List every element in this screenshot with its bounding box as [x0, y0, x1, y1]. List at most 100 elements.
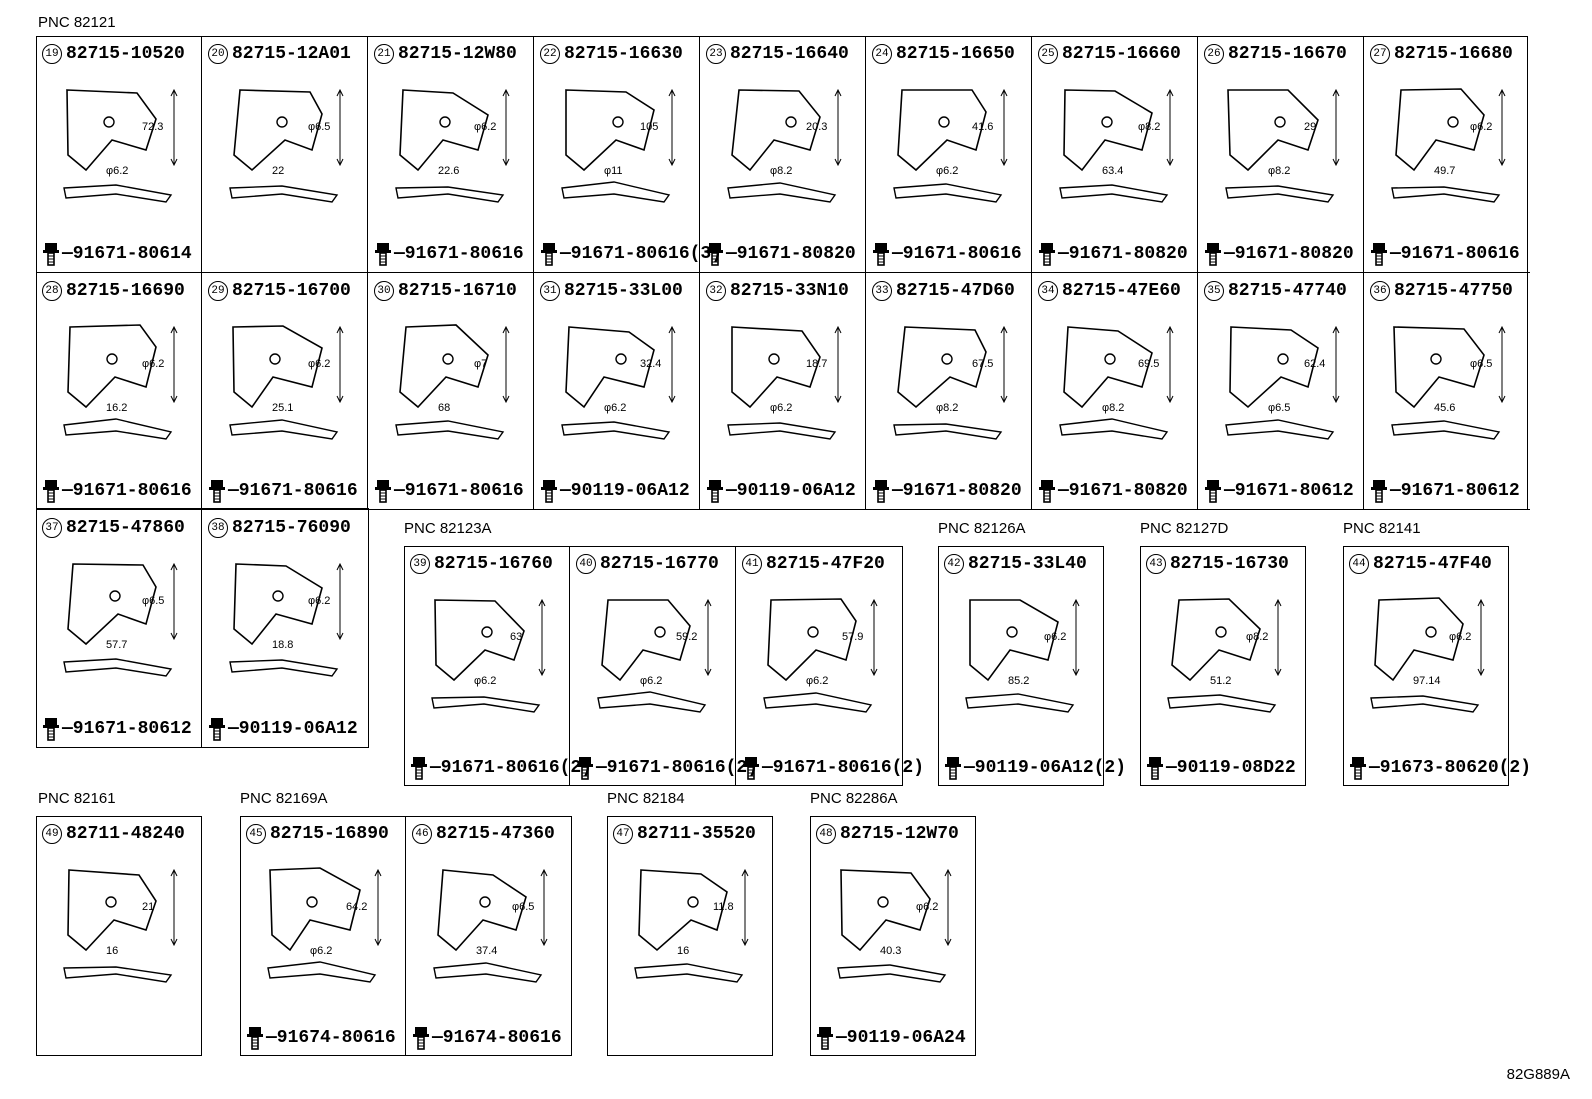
dimension-label: 45.6	[1434, 402, 1455, 414]
dimension-label: 69.5	[1138, 358, 1159, 370]
pnc-label: PNC 82126A	[938, 520, 1026, 537]
dimension-label: φ6.5	[512, 901, 534, 913]
callout-number: 47	[613, 824, 633, 844]
pnc-label: PNC 82123A	[404, 520, 492, 537]
bolt-callout: —91671-80820	[872, 479, 1022, 503]
bolt-icon	[1039, 243, 1055, 266]
bolt-icon	[541, 480, 557, 503]
bolt-part-number: —90119-06A12	[228, 719, 358, 739]
bracket-drawing: 41.6φ6.2	[893, 88, 1008, 203]
bolt-callout: —91671-80616(3)	[540, 242, 722, 266]
bolt-callout: —91674-80616	[412, 1026, 562, 1050]
part-number: 82715-47E60	[1062, 281, 1181, 301]
bracket-drawing: φ6.222.6	[395, 88, 510, 203]
part-number: 82715-16650	[896, 44, 1015, 64]
bolt-part-number: —90119-06A12(2)	[964, 758, 1127, 778]
callout-number: 24	[872, 44, 892, 64]
part-number: 82715-47F40	[1373, 554, 1492, 574]
dimension-label: 16	[677, 945, 689, 957]
bolt-part-number: —91671-80616	[394, 244, 524, 264]
bolt-icon	[375, 243, 391, 266]
callout-number: 38	[208, 518, 228, 538]
callout-number: 22	[540, 44, 560, 64]
dimension-label: φ6.2	[310, 945, 332, 957]
bolt-icon	[43, 243, 59, 266]
dimension-label: φ6.2	[106, 165, 128, 177]
pnc-label: PNC 82286A	[810, 790, 898, 807]
dimension-label: 62.4	[1304, 358, 1325, 370]
bracket-drawing: φ6.240.3	[837, 868, 952, 983]
bracket-drawing: 62.4φ6.5	[1225, 325, 1340, 440]
bracket-drawing: φ6.285.2	[965, 598, 1080, 713]
bolt-icon	[873, 480, 889, 503]
bolt-icon	[945, 757, 961, 780]
part-number: 82715-16770	[600, 554, 719, 574]
dimension-label: φ6.2	[474, 675, 496, 687]
bolt-callout: —91673-80620(2)	[1349, 756, 1531, 780]
callout-number: 43	[1146, 554, 1166, 574]
bolt-part-number: —90119-06A12	[726, 481, 856, 501]
dimension-label: φ8.2	[1102, 402, 1124, 414]
bolt-part-number: —91671-80612	[1390, 481, 1520, 501]
dimension-label: φ6.2	[142, 358, 164, 370]
bolt-callout: —91671-80616	[374, 479, 524, 503]
bolt-icon	[1205, 243, 1221, 266]
bolt-part-number: —91671-80616	[62, 481, 192, 501]
bracket-drawing: 11.816	[634, 868, 749, 983]
bolt-part-number: —91671-80614	[62, 244, 192, 264]
dimension-label: 21	[142, 901, 154, 913]
dimension-label: 29	[1304, 121, 1316, 133]
dimension-label: φ11	[604, 165, 623, 177]
part-number: 82715-12W80	[398, 44, 517, 64]
bolt-icon	[1147, 757, 1163, 780]
callout-number: 44	[1349, 554, 1369, 574]
bracket-drawing: 18.7φ6.2	[727, 325, 842, 440]
bolt-callout: —91671-80820	[706, 242, 856, 266]
bracket-drawing: φ6.249.7	[1391, 88, 1506, 203]
